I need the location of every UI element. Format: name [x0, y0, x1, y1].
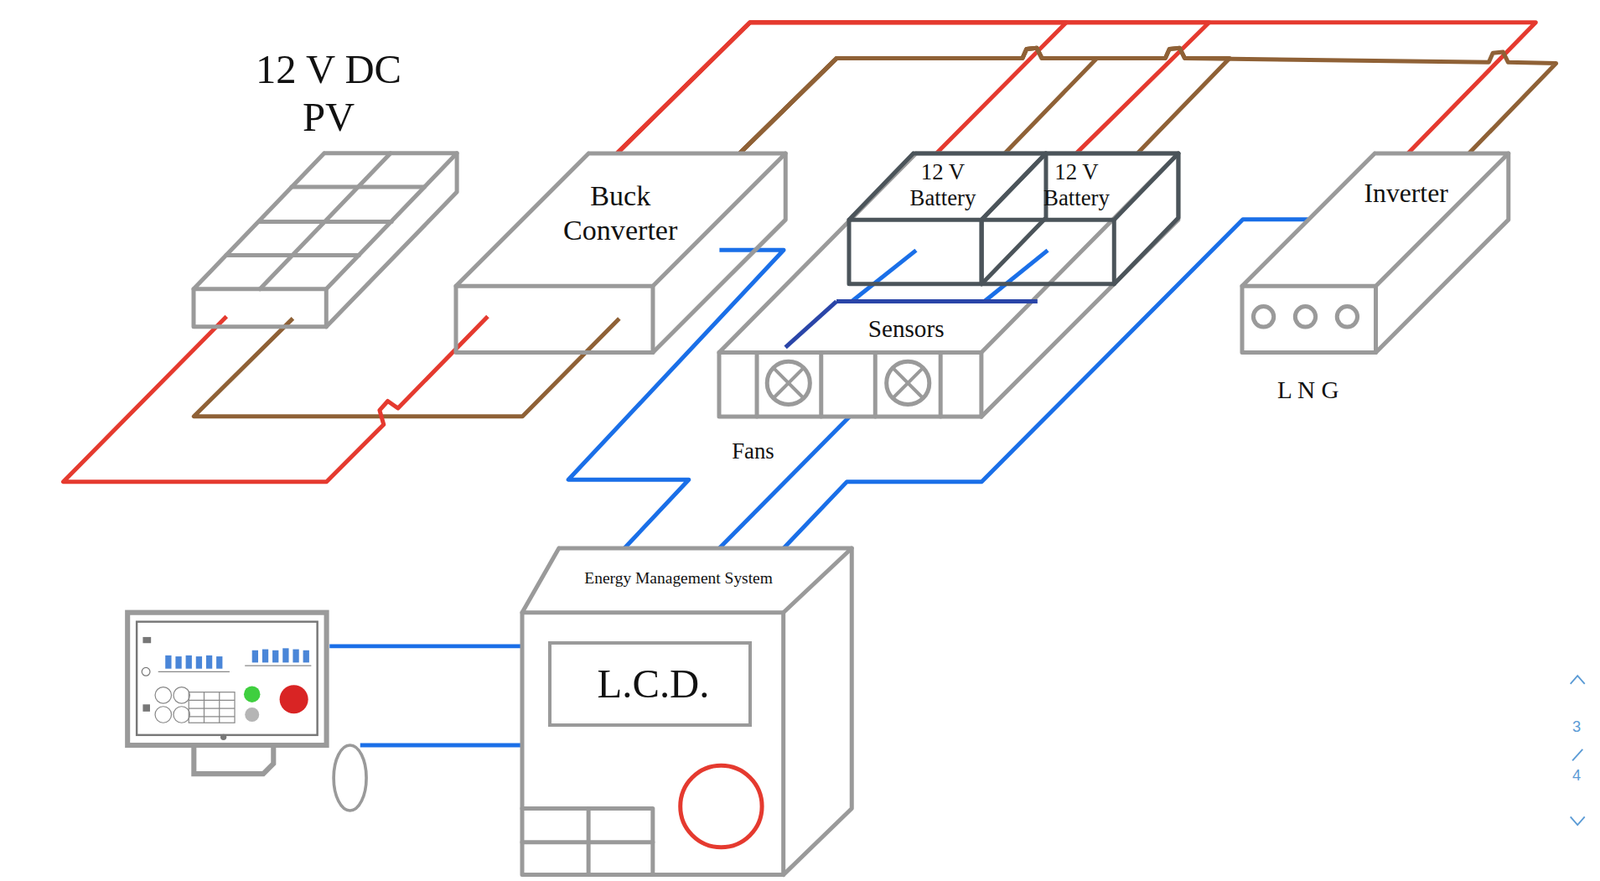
node-label: Inverter: [1364, 178, 1449, 210]
box-edge: [455, 153, 786, 286]
sensor-wire: [836, 299, 1038, 304]
box-edge: [522, 611, 784, 875]
box-edge: [193, 153, 457, 290]
node-label: 12 V DC PV: [244, 46, 414, 143]
box-edge: [783, 548, 853, 876]
power-wire: [616, 22, 1536, 154]
stop-button: [279, 684, 309, 714]
monitor-stand: [193, 746, 274, 774]
fan-blade: [894, 367, 923, 397]
power-wire: [62, 316, 487, 482]
box-edge: [981, 219, 1114, 285]
box-edge: [455, 285, 653, 353]
page-number: 4: [1572, 766, 1581, 785]
node-label: 12 V Battery: [1030, 159, 1124, 213]
node-label: Sensors: [868, 314, 945, 343]
box-edge: [258, 219, 392, 224]
battery-enclosure: Sensors 12 V Battery 12 V Battery: [719, 153, 1179, 417]
box-edge: [291, 184, 425, 189]
signal-wire: [329, 643, 523, 648]
signal-wire: [360, 743, 523, 748]
dashboard-icon: [141, 667, 151, 676]
dashboard-icon: [142, 704, 151, 712]
box-edge: [981, 153, 1179, 417]
terminal-label: L N G: [1277, 375, 1340, 404]
status-led: [243, 685, 260, 702]
sensor-wire: [785, 300, 837, 347]
fan-blade: [774, 367, 803, 397]
socket-terminal: [1336, 305, 1357, 327]
box-edge: [522, 807, 653, 875]
power-button: [680, 765, 762, 847]
sensor-wire: [984, 249, 1048, 301]
box-edge: [1242, 285, 1376, 353]
battery: 12 V Battery: [981, 153, 1179, 285]
node-label: Buck Converter: [548, 179, 692, 247]
buck-converter: Buck Converter: [455, 153, 786, 353]
dashboard-gauges: [155, 665, 311, 723]
fans-label: Fans: [731, 439, 775, 467]
box-edge: [1113, 153, 1179, 285]
power-wire: [616, 22, 1209, 154]
node-label: 12 V Battery: [896, 159, 989, 213]
inverter: Inverter: [1242, 153, 1509, 353]
node-label: L.C.D.: [597, 661, 710, 710]
monitor-led: [220, 734, 227, 741]
box-edge: [981, 153, 1179, 220]
power-wire: [740, 47, 1557, 153]
mouse: [333, 745, 367, 811]
monitor: [127, 612, 327, 774]
energy-management-system: Energy Management SystemL.C.D.: [522, 548, 852, 876]
fan-symbol: [767, 361, 811, 404]
box-edge: [226, 253, 359, 258]
nav-arrow: [1570, 675, 1585, 684]
signal-wire: [568, 249, 784, 549]
box-edge: [326, 153, 458, 327]
box-edge: [652, 153, 786, 353]
status-led: [244, 707, 259, 722]
box-edge: [522, 839, 653, 845]
box-edge: [938, 352, 943, 417]
power-wire: [740, 47, 1230, 153]
pv-panel: 12 V DC PV: [193, 46, 457, 327]
nav-slash: [1572, 749, 1583, 761]
box-edge: [193, 289, 327, 327]
box-edge: [522, 548, 852, 613]
page-number: 3: [1572, 717, 1581, 736]
fan-symbol: [886, 361, 930, 404]
signal-wire: [783, 219, 1309, 549]
page-nav: [1570, 675, 1585, 825]
box-edge: [719, 153, 1179, 353]
monitor-frame: [127, 612, 327, 746]
box-edge: [849, 219, 982, 285]
nav-arrow: [1570, 816, 1585, 825]
socket-terminal: [1253, 305, 1274, 327]
node-label: Energy Management System: [584, 569, 773, 589]
socket-terminal: [1294, 305, 1316, 327]
box-edge: [819, 352, 824, 417]
box-edge: [1242, 153, 1509, 286]
box-edge: [719, 352, 982, 417]
box-edge: [755, 352, 760, 417]
lcd-display: L.C.D.: [548, 641, 752, 727]
box-edge: [873, 352, 878, 417]
monitor-screen: [136, 621, 317, 736]
sensor-wire: [852, 249, 917, 301]
dashboard-icon: [142, 636, 151, 643]
signal-wire: [719, 416, 850, 549]
